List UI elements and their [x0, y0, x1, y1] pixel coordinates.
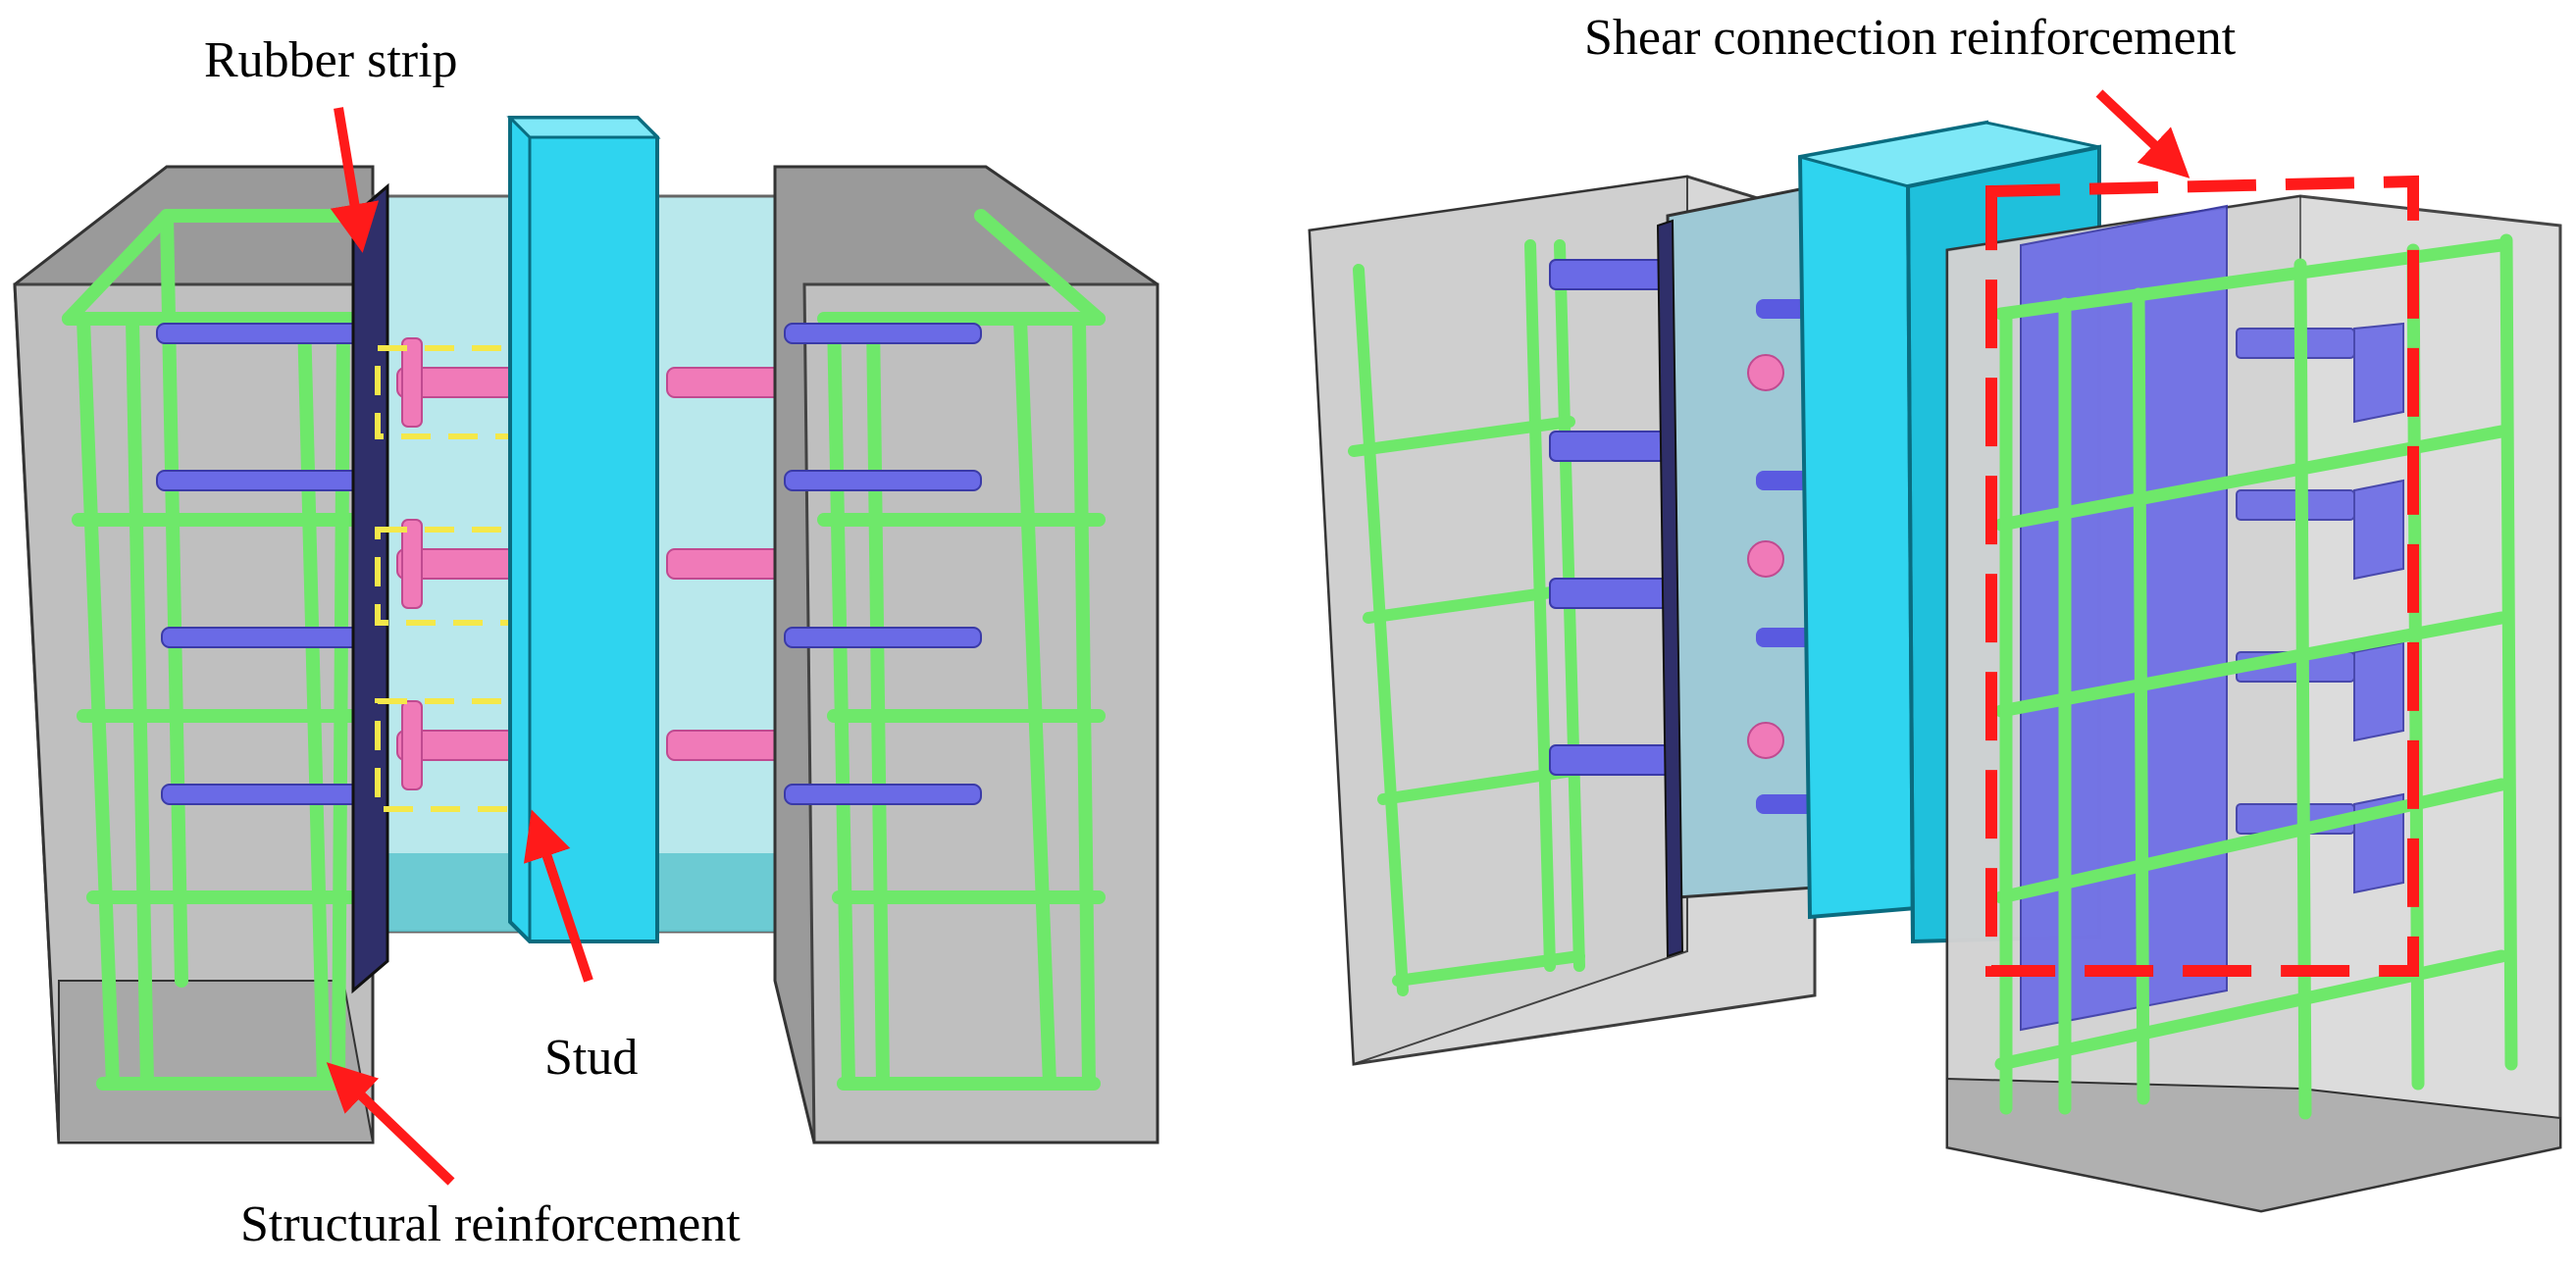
label-rubber-strip: Rubber strip	[204, 32, 458, 88]
right-rebar-cage	[817, 209, 1106, 1091]
left-model: Rubber strip Stud Structural reinforceme…	[13, 32, 1159, 1252]
label-structural-reinforcement: Structural reinforcement	[240, 1196, 741, 1252]
label-shear-connection-reinforcement: Shear connection reinforcement	[1584, 10, 2237, 66]
left-rebar-cage	[62, 209, 370, 1091]
right-connectors	[784, 323, 982, 805]
structural-reinforcement-arrow	[326, 1062, 455, 1186]
label-stud: Stud	[544, 1030, 638, 1086]
shear-reinforcement-highlight	[1985, 175, 2419, 977]
stud-arrow	[523, 809, 593, 983]
rubber-strip-arrow	[330, 107, 380, 253]
shear-connection-arrow	[2095, 89, 2190, 178]
left-arrows	[326, 107, 593, 1186]
left-connectors	[156, 323, 374, 805]
right-model: Shear connection reinforcement	[1308, 10, 2562, 1213]
steel-column-left	[506, 116, 661, 943]
studs-right	[666, 367, 786, 761]
back-rebar-cage	[1348, 239, 1585, 996]
back-connectors	[1549, 259, 1678, 776]
